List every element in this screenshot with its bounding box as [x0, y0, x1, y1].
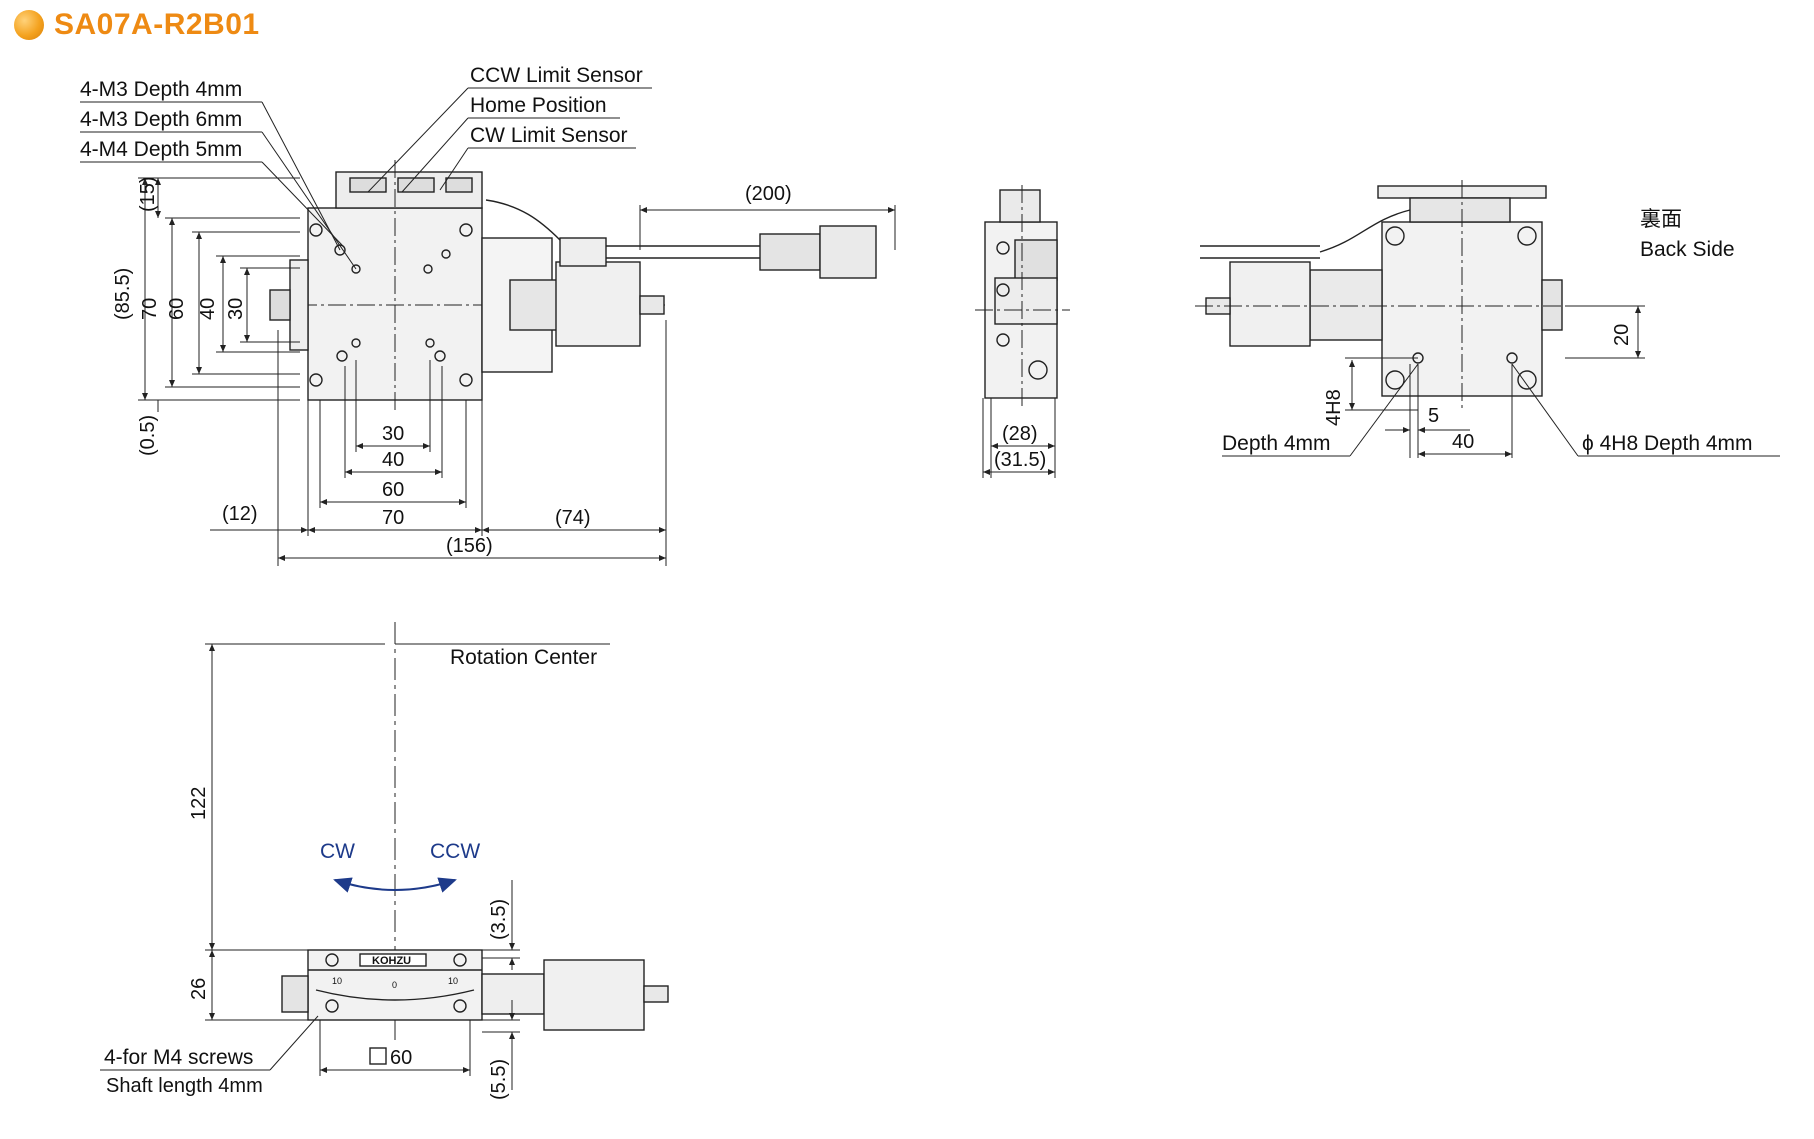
- dim-v-15: (15): [137, 176, 159, 212]
- square-symbol-icon: [369, 1047, 387, 1065]
- dim-back-20: 20: [1611, 324, 1633, 346]
- side-view: [975, 185, 1070, 410]
- motor-front: [543, 959, 645, 1031]
- side-view-dims: [982, 398, 1056, 478]
- label-home-position: Home Position: [470, 94, 607, 117]
- label-back-side-en: Back Side: [1640, 238, 1735, 261]
- callout-m3-6mm: 4-M3 Depth 6mm: [80, 108, 242, 131]
- front-view-dims: [100, 643, 610, 1090]
- page-title: SA07A-R2B01: [54, 8, 260, 41]
- dim-front-5-5: (5.5): [488, 1059, 510, 1100]
- callout-depth-4mm: Depth 4mm: [1222, 432, 1331, 455]
- dim-h-70: 70: [382, 507, 404, 529]
- dim-side-31-5: (31.5): [994, 449, 1046, 471]
- dim-cable-length: (200): [745, 183, 792, 205]
- rotation-arrow-icon: [333, 877, 457, 893]
- label-ccw: CCW: [430, 840, 480, 863]
- dim-front-122: 122: [188, 787, 210, 820]
- scale-mark-right: 10: [448, 976, 458, 986]
- dim-v-40: 40: [197, 298, 219, 320]
- dim-back-40: 40: [1452, 431, 1474, 453]
- dim-v-70: 70: [139, 298, 161, 320]
- label-ccw-limit: CCW Limit Sensor: [470, 64, 643, 87]
- label-cw-limit: CW Limit Sensor: [470, 124, 628, 147]
- label-m4-screws: 4-for M4 screws: [104, 1046, 253, 1069]
- scale-mark-center: 0: [392, 980, 397, 990]
- top-view-labels: 4-M3 Depth 4mm 4-M3 Depth 6mm 4-M4 Depth…: [80, 64, 792, 557]
- dim-v-60: 60: [166, 298, 188, 320]
- dim-h-74: (74): [555, 507, 591, 529]
- dim-h-60: 60: [382, 479, 404, 501]
- callout-4h8-depth: ϕ 4H8 Depth 4mm: [1582, 432, 1753, 455]
- brand-logo: KOHZU: [372, 955, 411, 967]
- label-cw: CW: [320, 840, 355, 863]
- top-view-dims: [80, 87, 896, 566]
- dim-back-5: 5: [1428, 405, 1439, 427]
- front-view-labels: KOHZU 10 0 10: [332, 955, 458, 990]
- label-back-side-jp: 裏面: [1640, 208, 1682, 231]
- dim-h-12: (12): [222, 503, 258, 525]
- dim-v-0-5: (0.5): [137, 415, 159, 456]
- dim-back-4h8: 4H8: [1323, 389, 1345, 426]
- dim-front-3-5: (3.5): [488, 899, 510, 940]
- back-view-dims: [1222, 305, 1780, 458]
- label-rotation-center: Rotation Center: [450, 646, 597, 669]
- dim-front-26: 26: [188, 978, 210, 1000]
- callout-m4-5mm: 4-M4 Depth 5mm: [80, 138, 242, 161]
- dim-v-85-5: (85.5): [112, 268, 134, 320]
- dim-h-30: 30: [382, 423, 404, 445]
- callout-m3-4mm: 4-M3 Depth 4mm: [80, 78, 242, 101]
- dim-v-30: 30: [225, 298, 247, 320]
- title-bar: SA07A-R2B01: [14, 8, 260, 42]
- dim-side-28: (28): [1002, 423, 1038, 445]
- scale-mark-left: 10: [332, 976, 342, 986]
- dim-front-square-60: 60: [390, 1047, 412, 1069]
- motor-back: [1229, 261, 1311, 347]
- back-view: [1195, 180, 1575, 410]
- motor-top: [555, 261, 641, 347]
- connector-icon: [759, 233, 821, 271]
- dim-h-156: (156): [446, 535, 493, 557]
- back-view-labels: 裏面 Back Side 20 4H8 5 40 Depth 4mm ϕ 4H8…: [1222, 208, 1753, 455]
- title-bullet-icon: [14, 10, 44, 40]
- dim-h-40: 40: [382, 449, 404, 471]
- front-view-text: Rotation Center 122 26 (3.5) (5.5) CW CC…: [104, 646, 597, 1100]
- front-view: [281, 622, 669, 1040]
- side-view-labels: (28) (31.5): [994, 423, 1046, 471]
- label-shaft-length: Shaft length 4mm: [106, 1075, 263, 1097]
